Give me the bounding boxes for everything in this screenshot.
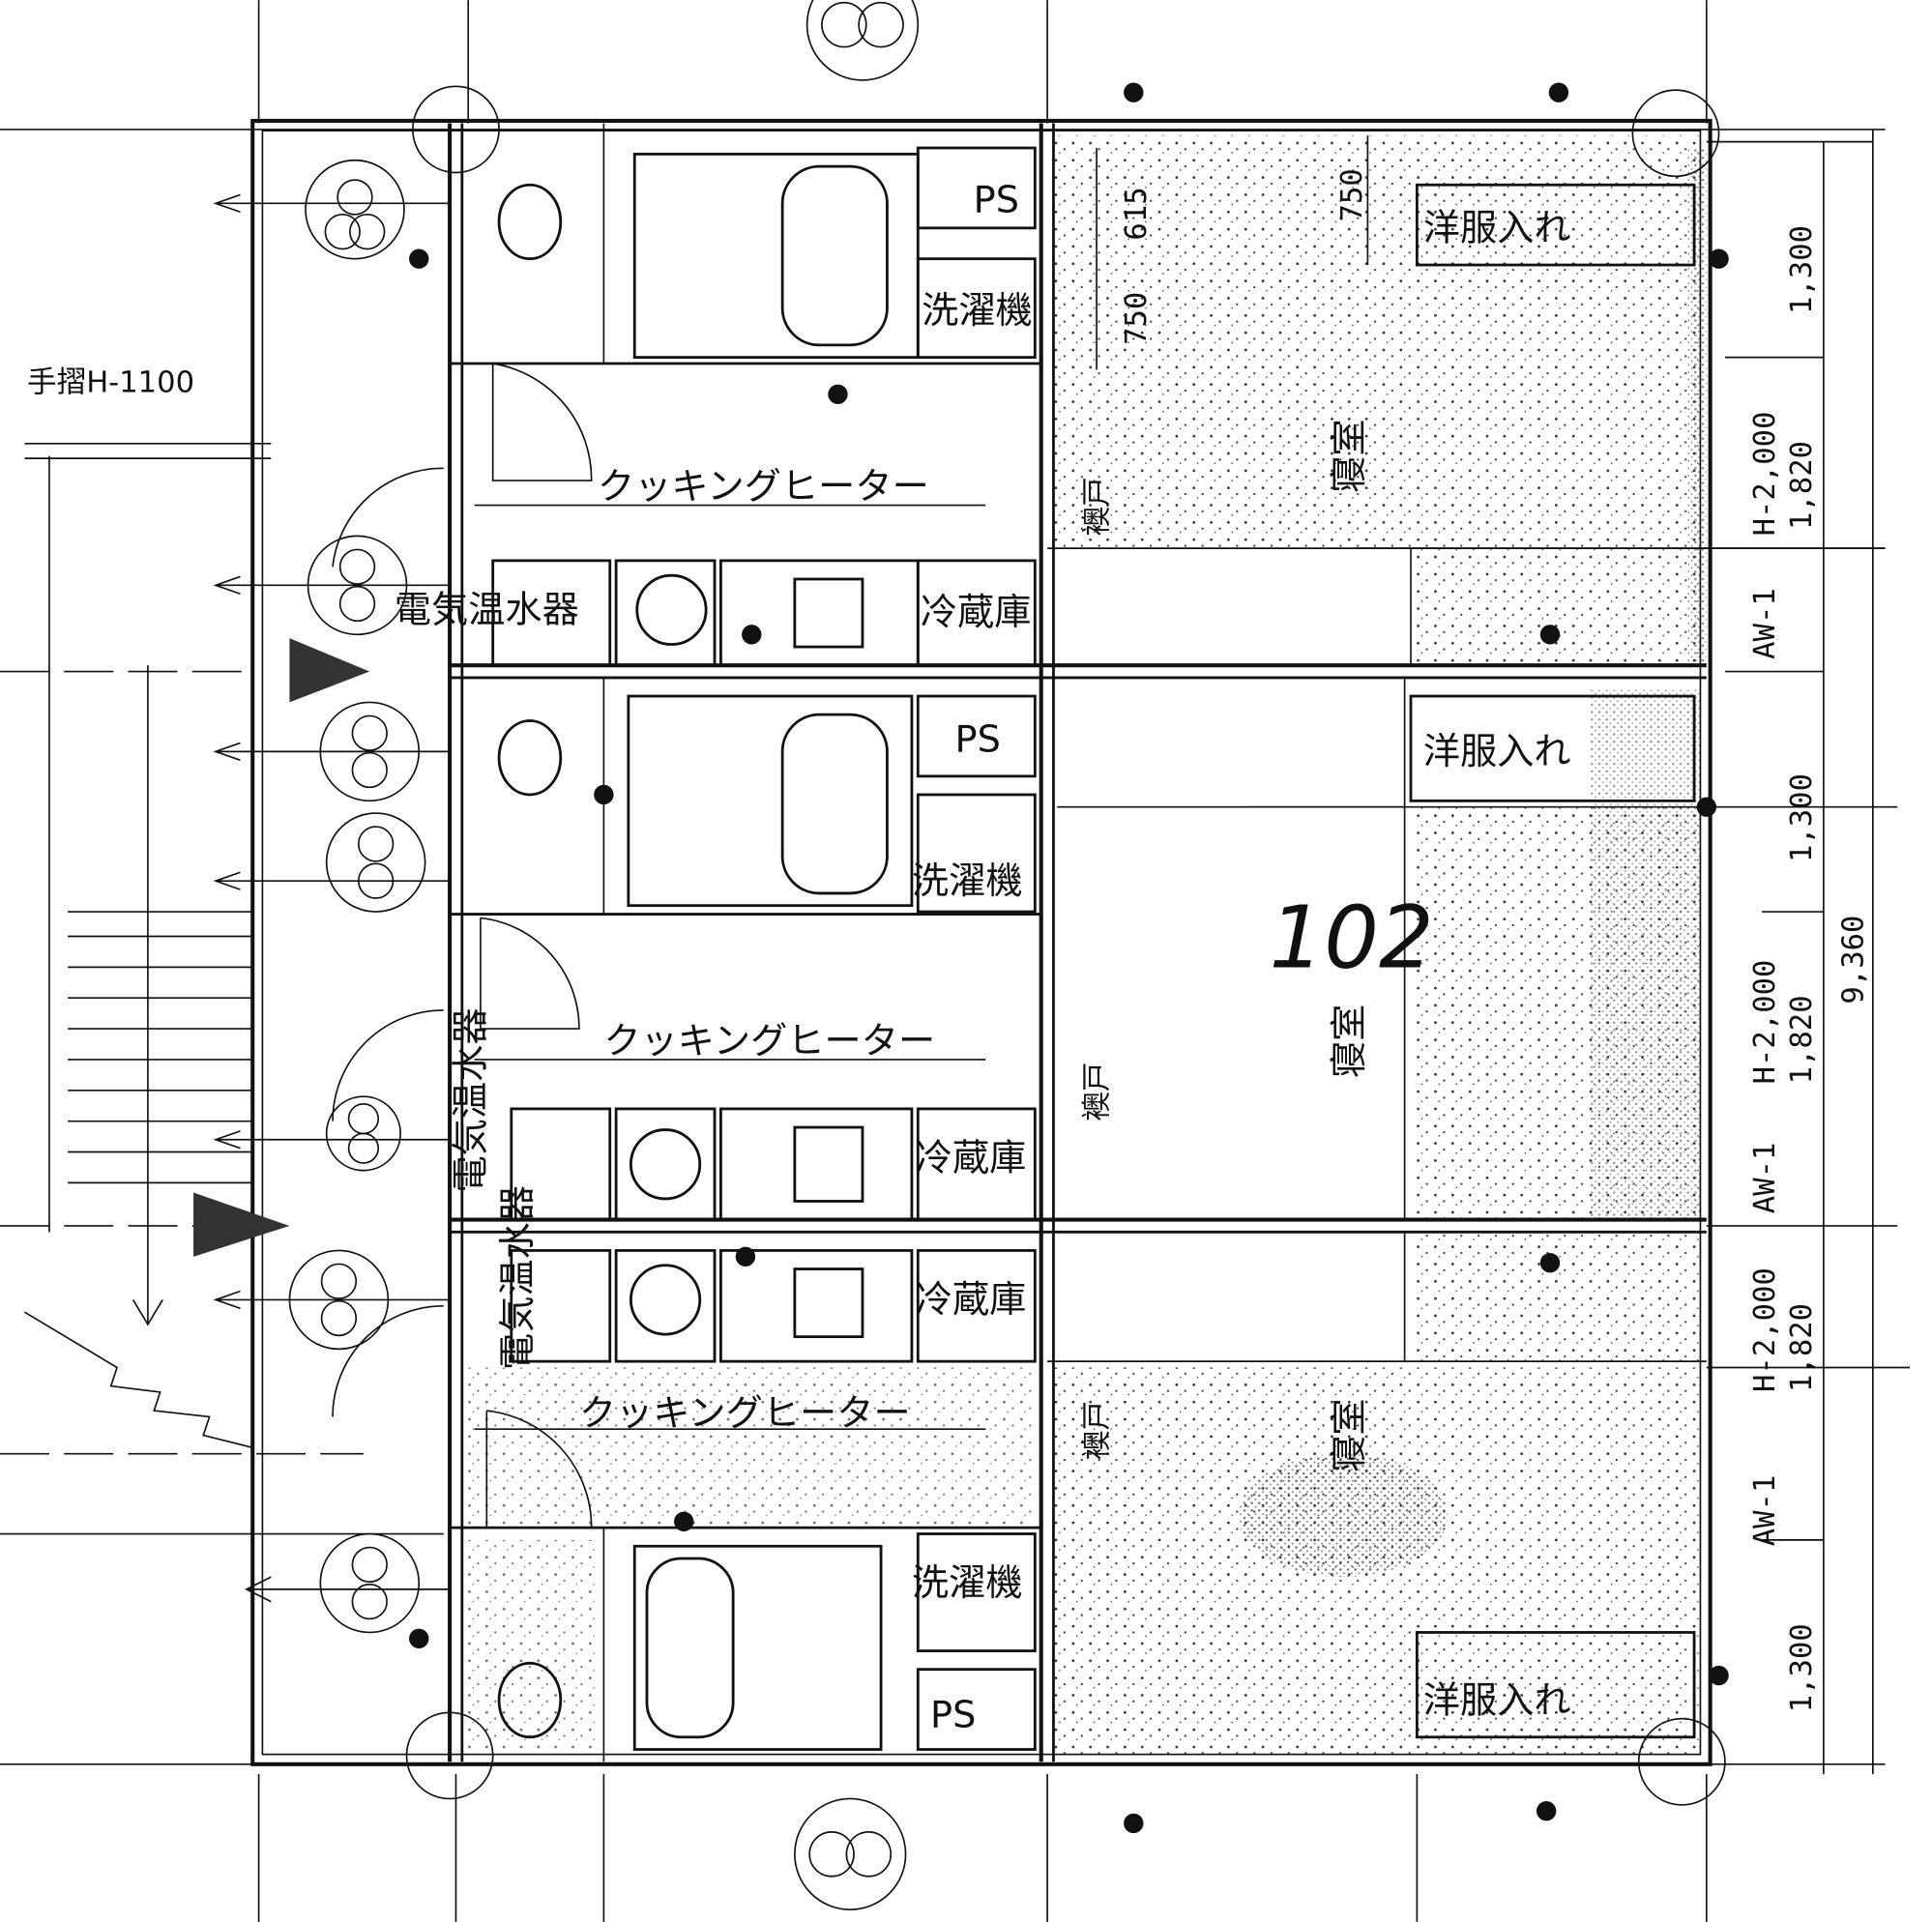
washer-label: 洗濯機 [922,290,1033,333]
dim-label: 1,820 [1785,995,1819,1084]
meter-arrows [213,0,1726,1910]
sliding-door-label: 襖戸 [1080,477,1114,536]
sliding-door-label: 襖戸 [1080,1062,1114,1121]
sliding-door-label: 襖戸 [1080,1401,1114,1460]
fridge-label: 冷蔵庫 [916,1279,1027,1322]
water-heater-label: 電気温水器 [395,590,579,632]
cooking-heater-label: クッキングヒーター [603,1021,935,1063]
dim-label: AW-1 [1748,588,1782,659]
dim-label: 1,300 [1785,1623,1819,1712]
dim-label: H-2,000 [1748,960,1782,1085]
dim-label: H-2,000 [1748,1267,1782,1392]
washer-label: 洗濯機 [912,860,1023,903]
stairs [24,442,272,1449]
unit-number: 102 [1269,888,1433,988]
total-dim-label: 9,360 [1837,916,1871,1005]
dim-label: AW-1 [1748,1475,1782,1547]
closet-label: 洋服入れ [1423,208,1571,250]
right-dimension-labels: 1,300 H-2,000 1,820 AW-1 1,300 H-2,000 1… [1748,225,1871,1712]
washer-label: 洗濯機 [912,1562,1023,1605]
door-triangles [193,638,370,1257]
dim-label: 1,300 [1785,773,1819,862]
unit-top: PS 洗濯機 クッキングヒーター 電気温水器 冷蔵庫 洋服入れ 寝室 襖戸 61… [395,135,1696,667]
bedroom-label: 寝室 [1329,1005,1371,1078]
water-heater-label: 電気温水器 [451,1007,493,1192]
dim-750-closet: 750 [1335,168,1369,221]
cooking-heater-label: クッキングヒーター [579,1392,911,1435]
bedroom-label: 寝室 [1329,419,1371,492]
light-fixtures [409,82,1729,1834]
dim-label: 1,820 [1785,1303,1819,1392]
ps-label: PS [930,1695,976,1737]
building-walls [250,118,1898,1766]
dim-label: AW-1 [1748,1143,1782,1214]
fridge-label: 冷蔵庫 [916,1138,1027,1180]
fridge-label: 冷蔵庫 [921,592,1032,634]
water-heater-label: 電気温水器 [497,1185,540,1370]
dim-label: 1,300 [1785,225,1819,314]
bedroom-label: 寝室 [1329,1398,1371,1471]
dim-label: 1,820 [1785,441,1819,530]
handrail-label: 手摺H-1100 [27,365,194,399]
closet-label: 洋服入れ [1423,1679,1571,1722]
floor-shading [461,135,1707,1756]
dimension-lines [1706,129,1911,1774]
closet-label: 洋服入れ [1423,731,1571,773]
ps-label: PS [974,179,1019,221]
dim-750: 750 [1120,292,1154,345]
dim-label: H-2,000 [1748,412,1782,537]
unit-bottom: PS 洗濯機 クッキングヒーター 電気温水器 冷蔵庫 洋服入れ 寝室 襖戸 [474,1185,1696,1751]
unit-middle: PS 洗濯機 クッキングヒーター 電気温水器 冷蔵庫 洋服入れ 寝室 襖戸 10… [451,694,1696,1221]
ps-label: PS [955,718,1001,761]
cooking-heater-label: クッキングヒーター [598,466,929,509]
dim-615: 615 [1120,187,1154,240]
